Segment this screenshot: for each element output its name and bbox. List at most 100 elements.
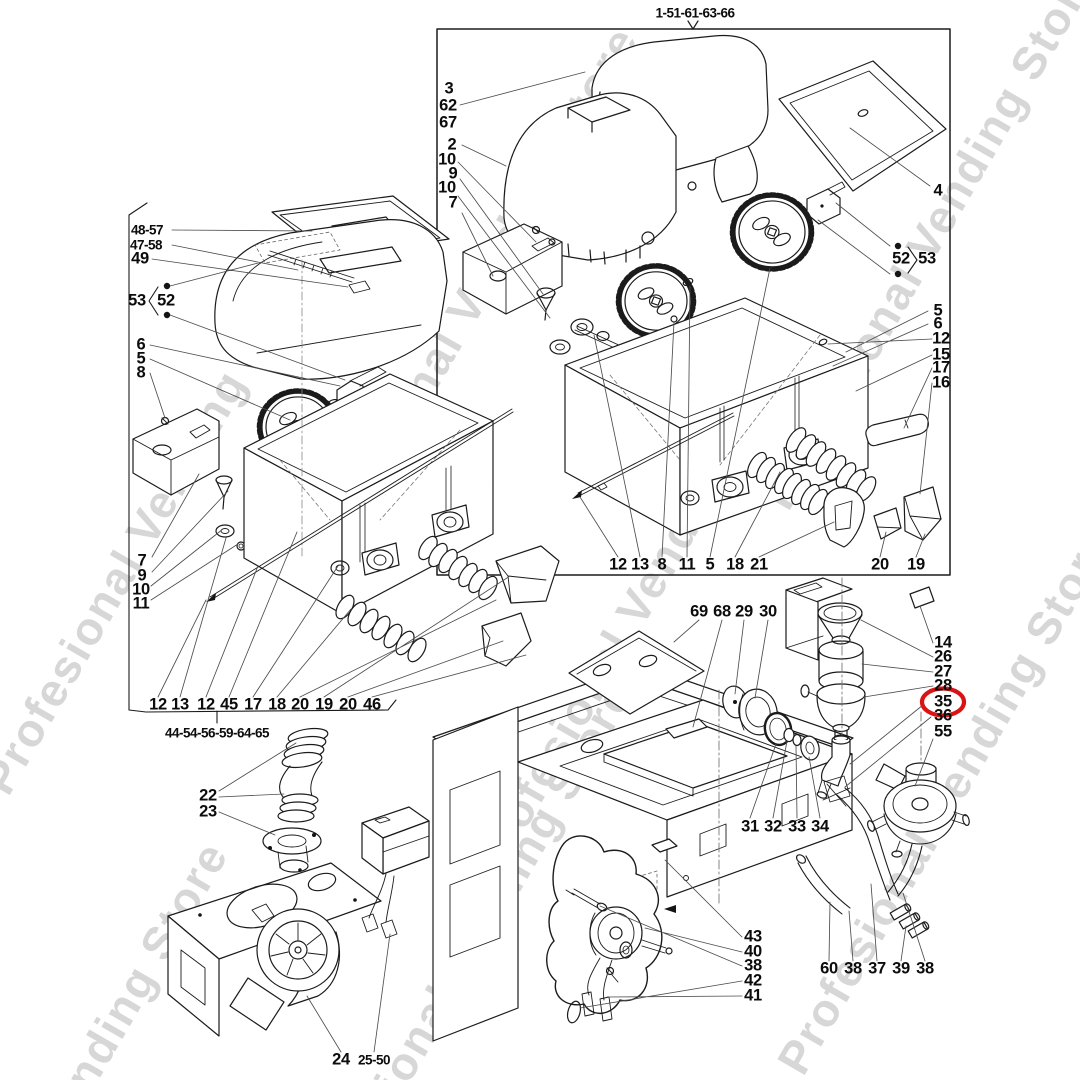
- part-label-8: 8: [136, 363, 146, 382]
- part-label-11: 11: [678, 555, 696, 574]
- part-label-62: 62: [439, 96, 457, 115]
- part-label-9: 9: [137, 566, 147, 585]
- power-switch-drawing: [361, 806, 430, 939]
- part-label-9: 9: [448, 164, 458, 183]
- part-label-6: 6: [136, 335, 146, 354]
- part-label-16: 16: [932, 373, 950, 392]
- part-label-44-54-56-59-64-65: 44-54-56-59-64-65: [164, 725, 270, 741]
- cover-plate-69-drawing: [568, 630, 705, 715]
- part-label-18: 18: [726, 555, 744, 574]
- part-label-12: 12: [609, 555, 627, 574]
- part-label-48-57: 48-57: [130, 222, 164, 238]
- part-label-38: 38: [916, 959, 934, 978]
- corner-chute-drawing-right: [873, 486, 942, 541]
- part-label-53: 53: [128, 291, 146, 310]
- part-label-17: 17: [932, 358, 950, 377]
- doser-funnel-drawing: [817, 602, 863, 645]
- part-label-11: 11: [132, 594, 150, 613]
- fan-plate-drawing: [167, 862, 382, 1037]
- part-label-69: 69: [690, 602, 708, 621]
- part-label-10: 10: [438, 150, 456, 169]
- part-label-43: 43: [744, 927, 762, 946]
- part-label-26: 26: [934, 647, 952, 666]
- part-label-27: 27: [934, 662, 952, 681]
- doser-cylinder-drawing: [818, 640, 864, 691]
- part-label-2: 2: [447, 135, 457, 154]
- part-label-17: 17: [244, 695, 262, 714]
- top-lid-drawing: [778, 60, 947, 192]
- part-label-3: 3: [444, 79, 454, 98]
- agitator-rod-drawing: [206, 408, 514, 602]
- part-label-7: 7: [448, 193, 458, 212]
- part-label-45: 45: [220, 695, 238, 714]
- blower-fan-drawing: [229, 903, 340, 1031]
- auger-spring-right-b: [747, 451, 828, 516]
- outlet-cone-drawing: [823, 487, 865, 548]
- part-label-13: 13: [631, 555, 649, 574]
- roller-pin-icon: [682, 277, 694, 287]
- part-label-6: 6: [933, 314, 943, 333]
- part-label-46: 46: [363, 695, 381, 714]
- part-label-52: 52: [157, 291, 175, 310]
- part-label-28: 28: [934, 676, 952, 695]
- part-label-20: 20: [339, 695, 357, 714]
- part-label-15: 15: [932, 345, 950, 364]
- part-label-41: 41: [744, 986, 762, 1005]
- part-label-20: 20: [871, 555, 889, 574]
- part-label-10: 10: [438, 178, 456, 197]
- part-label-18: 18: [268, 695, 286, 714]
- part-label-68: 68: [713, 602, 731, 621]
- part-label-19: 19: [907, 555, 925, 574]
- part-label-7: 7: [137, 551, 147, 570]
- axis-line: [841, 577, 922, 763]
- part-label-49: 49: [131, 249, 149, 268]
- part-label-60: 60: [820, 959, 838, 978]
- gasket-membrane-drawing: [546, 835, 678, 1024]
- part-label-10: 10: [132, 580, 150, 599]
- part-label-4: 4: [933, 181, 943, 200]
- part-label-14: 14: [934, 633, 952, 652]
- part-label-32: 32: [764, 817, 782, 836]
- part-label-21: 21: [750, 555, 768, 574]
- part-label-31: 31: [741, 817, 759, 836]
- part-label-39: 39: [892, 959, 910, 978]
- part-label-34: 34: [811, 817, 829, 836]
- part-label-38: 38: [744, 956, 762, 975]
- auger-spring-left-a: [418, 535, 498, 601]
- left-mount-bracket-drawing: [132, 408, 220, 496]
- part-label-5: 5: [705, 555, 715, 574]
- part-label-55: 55: [934, 722, 952, 741]
- sprocket-gear-right-b: [615, 263, 697, 339]
- auger-spring-right-a: [785, 427, 877, 502]
- part-label-5: 5: [933, 301, 943, 320]
- part-label-29: 29: [735, 602, 753, 621]
- strip-part-14: [909, 586, 935, 609]
- part-label-13: 13: [171, 695, 189, 714]
- elbow-valve-drawing: [816, 735, 851, 807]
- left-cover-drawing: [214, 219, 448, 380]
- part-label-22: 22: [199, 786, 217, 805]
- part-label-12: 12: [932, 329, 950, 348]
- part-label-47-58: 47-58: [129, 237, 163, 253]
- part-label-42: 42: [744, 971, 762, 990]
- tubes-drawing: [795, 787, 930, 939]
- corner-chute-drawing-left: [481, 545, 560, 667]
- right-hopper-drawing: [564, 297, 869, 536]
- part-label-40: 40: [744, 942, 762, 961]
- part-label-24: 24: [332, 1050, 350, 1069]
- part-label-19: 19: [315, 695, 333, 714]
- part-label-52: 52: [892, 249, 910, 268]
- seal-stack-drawing: [722, 685, 820, 761]
- auger-spring-left-b: [335, 594, 427, 663]
- left-bevel-gear-drawing: [215, 475, 246, 551]
- pump-drawing: [867, 762, 970, 858]
- part-label-67: 67: [439, 113, 457, 132]
- part-label-37: 37: [868, 959, 886, 978]
- hose-spring-drawing: [262, 727, 329, 873]
- part-label-30: 30: [759, 602, 777, 621]
- part-label-53: 53: [918, 249, 936, 268]
- screw-bullets: [148, 242, 918, 319]
- part-label-25-50: 25-50: [357, 1052, 391, 1068]
